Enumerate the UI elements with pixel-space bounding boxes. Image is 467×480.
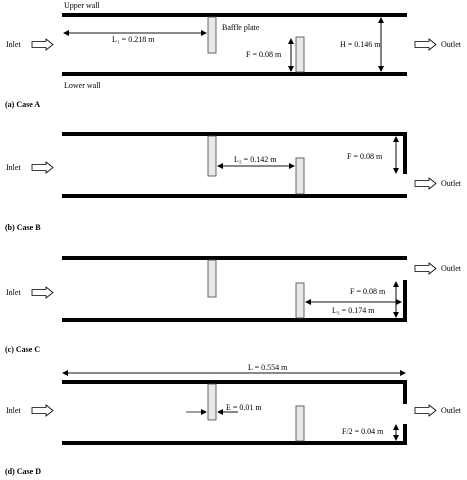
case-c-baffle-lower — [295, 282, 305, 319]
case-a-lower-wall — [62, 72, 407, 76]
case-d-baffle-upper — [207, 383, 217, 421]
case-b-baffle-upper — [207, 135, 217, 177]
case-d-baffle-lower — [295, 405, 305, 442]
case-b-upper-wall — [62, 132, 407, 136]
case-b-outlet-label: Outlet — [441, 179, 462, 188]
case-b-lower-wall — [62, 194, 407, 198]
case-a-baffle-upper — [207, 16, 217, 54]
case-b-inlet-label: Inlet — [6, 163, 21, 172]
case-b-f-label: F = 0.08 m — [347, 152, 383, 161]
case-c-lower-wall — [62, 318, 407, 322]
case-c-caption: (c) Case C — [5, 345, 40, 354]
case-d-lower-wall — [62, 441, 407, 445]
case-c-end-wall — [403, 280, 407, 322]
case-a: Upper wall Lower wall Baffle plate L₁ = … — [5, 1, 462, 109]
case-d-inlet-arrow-icon — [31, 404, 54, 417]
case-b-caption: (b) Case B — [5, 223, 41, 232]
case-d-end-wall-lower — [403, 424, 407, 444]
case-d-l-label: L = 0.554 m — [248, 363, 288, 372]
case-a-f-label: F = 0.08 m — [246, 50, 282, 59]
lower-wall-label: Lower wall — [64, 81, 101, 90]
case-c-inlet-arrow-icon — [31, 286, 54, 299]
case-a-inlet-label: Inlet — [6, 40, 21, 49]
case-a-caption: (a) Case A — [5, 100, 40, 109]
case-d-end-wall-upper — [403, 384, 407, 404]
upper-wall-label: Upper wall — [64, 1, 101, 10]
case-c-outlet-label: Outlet — [441, 264, 462, 273]
case-b-end-wall — [403, 132, 407, 174]
case-c: F = 0.08 m L₃ = 0.174 m Inlet Outlet (c)… — [5, 256, 462, 354]
case-c-inlet-label: Inlet — [6, 288, 21, 297]
case-c-outlet-arrow-icon — [414, 262, 437, 275]
case-c-upper-wall — [62, 256, 407, 260]
case-d-outlet-label: Outlet — [441, 406, 462, 415]
case-a-outlet-label: Outlet — [441, 40, 462, 49]
case-d-outlet-arrow-icon — [414, 404, 437, 417]
case-b-inlet-arrow-icon — [31, 161, 54, 174]
case-c-f-label: F = 0.08 m — [350, 287, 386, 296]
case-d-e-label: E = 0.01 m — [226, 403, 262, 412]
case-a-outlet-arrow-icon — [414, 38, 437, 51]
case-a-l1-label: L₁ = 0.218 m — [112, 35, 155, 44]
case-d-caption: (d) Case D — [5, 467, 41, 476]
case-c-l3-label: L₃ = 0.174 m — [332, 306, 375, 315]
case-a-inlet-arrow-icon — [31, 38, 54, 51]
case-b: L₂ = 0.142 m F = 0.08 m Inlet Outlet (b)… — [5, 132, 462, 232]
case-b-baffle-lower — [295, 157, 305, 195]
baffle-plate-label: Baffle plate — [222, 23, 260, 32]
case-d: L = 0.554 m E = 0.01 m F/2 = 0.04 m Inle… — [5, 363, 462, 476]
case-b-outlet-arrow-icon — [414, 177, 437, 190]
case-b-l2-label: L₂ = 0.142 m — [234, 155, 277, 164]
case-d-inlet-label: Inlet — [6, 406, 21, 415]
case-d-f2-label: F/2 = 0.04 m — [342, 427, 384, 436]
case-a-upper-wall — [62, 13, 407, 17]
case-a-h-label: H = 0.146 m — [340, 40, 381, 49]
case-d-upper-wall — [62, 380, 407, 384]
case-c-baffle-upper — [207, 259, 217, 298]
case-a-baffle-lower — [295, 36, 305, 73]
